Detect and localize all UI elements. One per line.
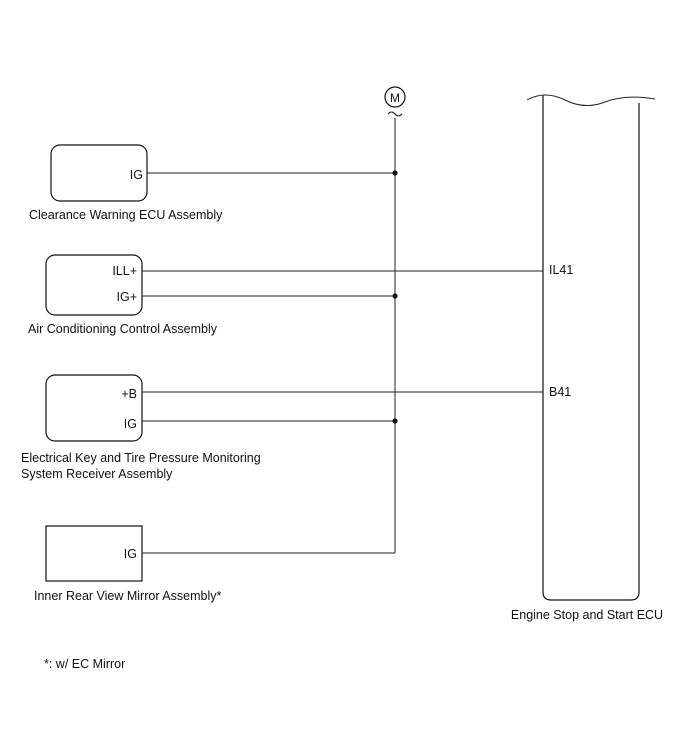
elec-key-box [45, 374, 143, 442]
elec-key-pin-ig: IG [124, 417, 137, 431]
ecu-break-line [526, 94, 656, 106]
mirror-label: Inner Rear View Mirror Assembly* [34, 589, 221, 603]
elec-key-label-line2: System Receiver Assembly [21, 467, 173, 481]
aircon-box [45, 254, 143, 316]
aircon-label: Air Conditioning Control Assembly [28, 322, 218, 336]
electrical-key-receiver: +B IG Electrical Key and Tire Pressure M… [21, 374, 261, 481]
aircon-pin-ig: IG+ [117, 290, 138, 304]
junction-dot [392, 170, 398, 176]
break-mark [387, 111, 403, 117]
inner-rear-view-mirror: IG Inner Rear View Mirror Assembly* [34, 525, 221, 603]
junction-dot [392, 418, 398, 424]
footnote: *: w/ EC Mirror [44, 657, 125, 671]
clearance-label: Clearance Warning ECU Assembly [29, 208, 223, 222]
ecu-pin-il41: IL41 [549, 263, 573, 277]
elec-key-pin-b: +B [121, 387, 137, 401]
ecu-label: Engine Stop and Start ECU [511, 608, 663, 622]
ground-circle [384, 86, 406, 108]
air-conditioning-control: ILL+ IG+ Air Conditioning Control Assemb… [28, 254, 218, 336]
ecu-pin-b41: B41 [549, 385, 571, 399]
engine-ecu: IL41 B41 Engine Stop and Start ECU [511, 94, 663, 622]
ground-symbol: M [384, 86, 406, 117]
ecu-body [542, 95, 640, 601]
clearance-warning-ecu: IG Clearance Warning ECU Assembly [29, 144, 223, 222]
junction-dot [392, 293, 398, 299]
clearance-pin-ig: IG [130, 168, 143, 182]
ground-letter: M [390, 91, 400, 105]
aircon-pin-ill: ILL+ [112, 264, 137, 278]
mirror-pin-ig: IG [124, 547, 137, 561]
elec-key-label-line1: Electrical Key and Tire Pressure Monitor… [21, 451, 261, 465]
